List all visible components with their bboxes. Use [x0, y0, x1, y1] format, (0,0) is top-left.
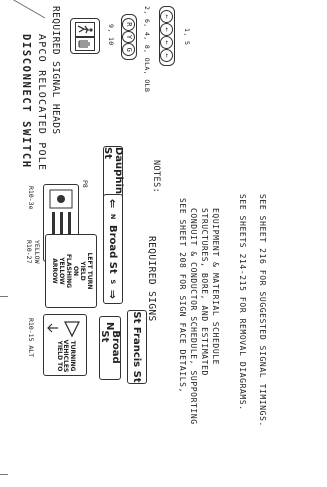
green-lens: G	[122, 43, 136, 57]
disconnect-switch-title: DISCONNECT SWITCH	[20, 34, 32, 169]
notes-label: NOTES:	[151, 160, 161, 194]
note-line: EQUIPMENT & MATERIAL SCHEDULE	[211, 208, 220, 366]
pedestrian-signal-head	[70, 18, 100, 54]
signal-heads-heading: REQUIRED SIGNAL HEADS	[50, 6, 61, 135]
flashing-yellow-arrow-text: LEFT TURN YIELD ON FLASHING YELLOW ARROW	[51, 252, 93, 290]
three-section-signal-head: R Y G	[121, 14, 137, 60]
broad-st-prefix: N	[109, 213, 117, 220]
left-arrow-icon: ⇐	[106, 199, 120, 209]
note-line: CONDUIT & CONDUCTOR SCHEDULE, SUPPORTING	[189, 208, 198, 425]
left-arrow-lens: ←	[160, 49, 174, 62]
three-section-phase-label: 2, 6, 4, 8, OLA, OLB	[143, 6, 151, 93]
turning-vehicles-yield-sign: TURNING VEHICLES YIELD TO	[43, 314, 87, 376]
note-line: SEE SHEET 208 FOR SIGN FACE DETAILS,	[178, 198, 187, 393]
broad-st-street-sign: N Broad St	[99, 316, 121, 380]
left-arrow-lens: ←	[160, 36, 174, 49]
turning-vehicles-text: TURNING VEHICLES YIELD TO	[55, 339, 77, 373]
broad-st-one-way-name: Broad St	[107, 224, 119, 274]
hand-icon-graphic	[78, 40, 90, 48]
r10-3e-code: R10-3e	[27, 186, 35, 210]
note-line: SEE SHEET 216 FOR SUGGESTED SIGNAL TIMIN…	[258, 194, 267, 427]
r10-27-code: R10-27	[25, 240, 33, 264]
broad-st-one-way-sign: ⇐ N Broad St S ⇒	[103, 194, 123, 304]
walking-person-icon	[75, 22, 95, 37]
r10-15-code: R10-15 ALT	[27, 318, 35, 358]
sheet-edge-tick	[0, 296, 8, 297]
red-lens: R	[122, 18, 136, 31]
walking-person-icon-graphic	[77, 25, 93, 34]
ped-signal-phase-label: 9, 10	[107, 24, 115, 46]
broad-st-name: Broad St	[99, 330, 121, 364]
four-section-phase-label: 1, 5	[183, 28, 191, 46]
r10-3e-sign-label: P8	[81, 180, 89, 188]
note-line: STRUCTURES, BORE, AND ESTIMATED	[200, 208, 209, 376]
required-signs-heading: REQUIRED SIGNS	[146, 236, 157, 322]
r10-27-color: YELLOW	[33, 240, 41, 264]
yellow-lens: Y	[122, 30, 136, 44]
st-francis-st-name: St Francis St	[131, 311, 143, 383]
relocated-pole-label: APCO RELOCATED POLE	[36, 34, 47, 172]
broad-st-suffix: S	[109, 279, 117, 285]
broad-st-prefix: N	[104, 322, 116, 331]
yield-to-ped-graphic	[47, 321, 81, 338]
left-arrow-lens: ←	[160, 23, 174, 36]
note-line: SEE SHEETS 214-215 FOR REMOVAL DIAGRAMS.	[238, 194, 247, 411]
pole-sketch-mark	[5, 0, 45, 39]
sheet-edge-tick	[0, 474, 8, 475]
hand-icon	[75, 37, 95, 51]
left-arrow-lens: ←	[160, 10, 174, 23]
right-arrow-icon: ⇒	[106, 289, 120, 299]
flashing-yellow-arrow-sign: LEFT TURN YIELD ON FLASHING YELLOW ARROW	[45, 234, 97, 308]
four-section-signal-head: ← ← ← ←	[159, 6, 175, 66]
st-francis-st-street-sign: St Francis St	[127, 310, 147, 384]
